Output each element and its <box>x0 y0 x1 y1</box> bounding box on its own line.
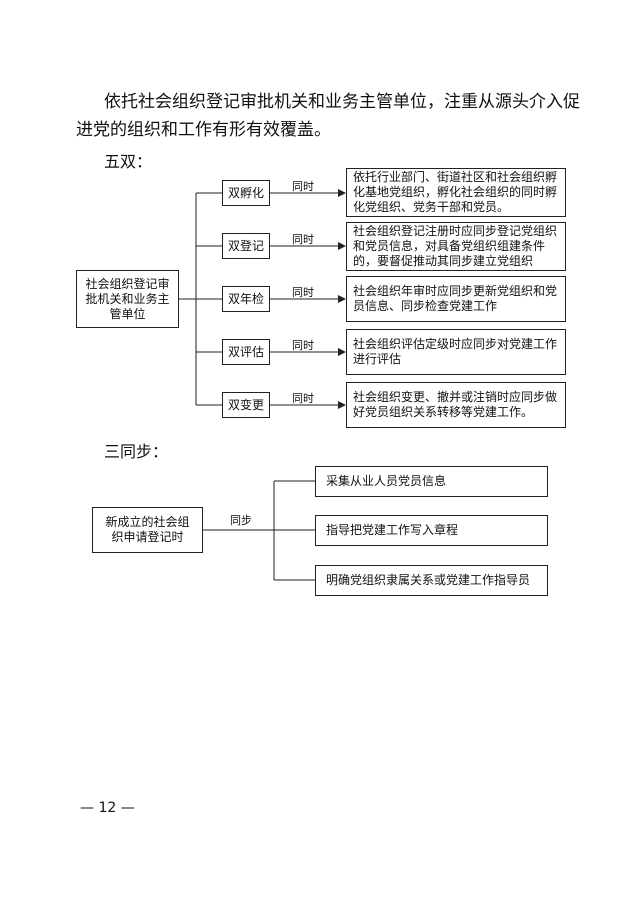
page-number: — 12 — <box>80 800 135 816</box>
desc-box-shuangpinggu: 社会组织评估定级时应同步对党建工作进行评估 <box>346 329 566 375</box>
label-box-shuangnianjian: 双年检 <box>222 286 270 312</box>
label-box-shuangpinggu: 双评估 <box>222 339 270 365</box>
desc-box-collect-info: 采集从业人员党员信息 <box>315 466 548 497</box>
desc-box-shuangdengji: 社会组织登记注册时应同步登记党组织和党员信息，对具备党组织组建条件的，要督促推动… <box>346 222 566 271</box>
intro-line-1: 依托社会组织登记审批机关和业务主管单位，注重从源头介入促 <box>104 92 580 112</box>
connector-text-tongbu: 同步 <box>230 514 252 527</box>
connector-text: 同时 <box>292 286 314 299</box>
label-box-shuangbiangeng: 双变更 <box>222 392 270 418</box>
section-heading-santongbu: 三同步： <box>104 442 169 461</box>
desc-box-affiliation: 明确党组织隶属关系或党建工作指导员 <box>315 565 548 596</box>
source-box-registration-authority: 社会组织登记审批机关和业务主管单位 <box>76 270 179 328</box>
label-box-shuangfuhua: 双孵化 <box>222 180 270 206</box>
connector-text: 同时 <box>292 180 314 193</box>
connector-text: 同时 <box>292 339 314 352</box>
label-box-shuangdengji: 双登记 <box>222 233 270 259</box>
desc-box-charter: 指导把党建工作写入章程 <box>315 515 548 546</box>
connector-text: 同时 <box>292 392 314 405</box>
desc-box-shuangbiangeng: 社会组织变更、撤并或注销时应同步做好党员组织关系转移等党建工作。 <box>346 382 566 428</box>
source-box-new-organization: 新成立的社会组织申请登记时 <box>92 507 203 553</box>
desc-box-shuangnianjian: 社会组织年审时应同步更新党组织和党员信息、同步检查党建工作 <box>346 276 566 322</box>
intro-line-2: 进党的组织和工作有形有效覆盖。 <box>76 120 331 140</box>
desc-box-shuangfuhua: 依托行业部门、街道社区和社会组织孵化基地党组织，孵化社会组织的同时孵化党组织、党… <box>346 168 566 217</box>
connector-text: 同时 <box>292 233 314 246</box>
section-heading-wushuang: 五双： <box>104 152 153 171</box>
